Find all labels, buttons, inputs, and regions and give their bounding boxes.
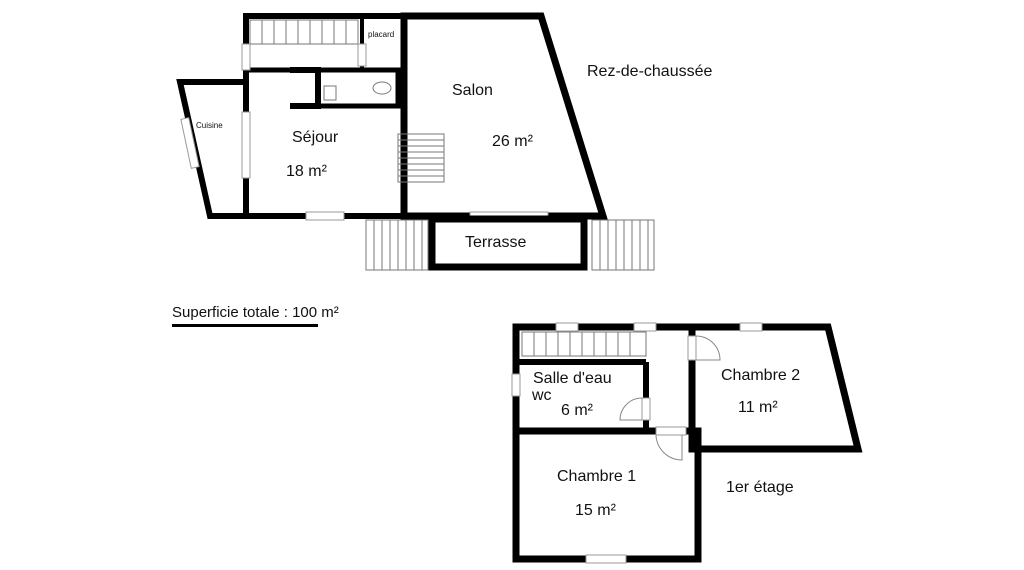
placard-door [357, 43, 367, 67]
chambre2-walls [688, 323, 863, 453]
chambre1-window [585, 554, 627, 564]
salle-deau-window [511, 373, 521, 397]
sejour-area: 18 m² [286, 163, 327, 180]
chambre2-label: Chambre 2 [721, 367, 801, 384]
ground-floor-title: Rez-de-chaussée [587, 63, 713, 80]
chambre2-door [687, 335, 697, 361]
kitchen-window [180, 117, 200, 169]
sejour-label: Séjour [292, 129, 339, 146]
entry-door [241, 43, 251, 71]
chambre2-area: 11 m² [738, 399, 778, 416]
sejour-window [305, 211, 345, 221]
ground-floor-plan [176, 12, 655, 271]
wc-label: wc [532, 387, 552, 404]
stairs-first-floor [521, 331, 647, 357]
salle-deau-label: Salle d'eau [533, 370, 612, 387]
ff-window-2 [633, 322, 657, 332]
steps-right [591, 219, 655, 271]
cuisine-label: Cuisine [196, 121, 223, 130]
salle-deau-door [641, 397, 651, 421]
placard-label: placard [368, 30, 395, 39]
salon-walls [400, 12, 608, 220]
stairs-middle [397, 133, 445, 183]
terrasse-label: Terrasse [465, 234, 527, 251]
chambre1-area: 15 m² [575, 502, 616, 519]
toilet [372, 81, 392, 95]
total-area-underline [172, 324, 318, 327]
chambre1-door [655, 426, 687, 436]
first-floor-title: 1er étage [726, 479, 794, 496]
salon-area: 26 m² [492, 133, 533, 150]
salon-label: Salon [452, 82, 493, 99]
kitchen-door [241, 111, 251, 179]
chambre2-window [739, 322, 763, 332]
total-area-label: Superficie totale : 100 m² [172, 304, 339, 321]
salle-deau-area: 6 m² [561, 402, 593, 419]
stairs-top [249, 19, 359, 45]
wc-wall [290, 67, 321, 109]
door-swing-2 [619, 397, 643, 421]
door-swing-3 [655, 434, 683, 461]
washbasin [323, 85, 337, 101]
terrasse-walls [428, 215, 588, 271]
steps-left [365, 219, 429, 271]
ff-window-1 [555, 322, 579, 332]
chambre1-label: Chambre 1 [557, 468, 637, 485]
sejour-walls [243, 13, 404, 219]
chambre1-walls [512, 427, 702, 563]
first-floor-plan [511, 322, 863, 564]
door-swing-1 [695, 335, 721, 361]
kitchen-walls [176, 79, 249, 219]
